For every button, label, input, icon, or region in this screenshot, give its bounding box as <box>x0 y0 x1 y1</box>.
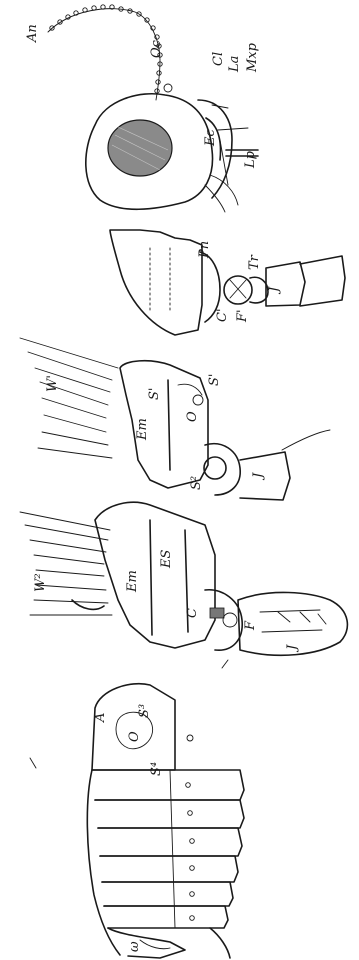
wing-base-1 <box>20 338 118 458</box>
label-cl: Cl <box>211 52 226 66</box>
mesothorax <box>20 338 330 500</box>
label-j2: J <box>251 472 266 481</box>
head <box>48 5 258 212</box>
label-s1-sclerite: S' <box>207 374 222 386</box>
label-s1: S' <box>147 388 162 400</box>
label-em1: Em <box>135 418 150 441</box>
label-s3: S³ <box>137 704 152 718</box>
wing-base-2 <box>20 512 112 615</box>
label-w2: W² <box>33 573 48 592</box>
label-la: La <box>227 56 242 73</box>
label-o: O <box>185 411 200 422</box>
label-f1: F' <box>235 309 250 323</box>
abdomen <box>30 684 244 958</box>
label-a: A <box>93 713 108 723</box>
label-an: An <box>25 24 40 43</box>
label-o2: O <box>127 731 142 742</box>
label-j1: J <box>267 286 282 295</box>
label-w1: W' <box>45 375 60 392</box>
label-tip: ω <box>127 941 142 952</box>
label-c1: C' <box>215 308 230 322</box>
antenna <box>48 5 162 100</box>
label-c3: C <box>185 608 200 618</box>
label-es3: ES <box>159 550 174 569</box>
label-s2: S² <box>189 476 204 490</box>
label-j3: J <box>285 644 300 653</box>
label-ec: Ec <box>203 129 218 147</box>
label-pn: Pn <box>197 241 212 259</box>
label-em3: Em <box>125 570 140 593</box>
label-s4: S⁴ <box>149 762 164 776</box>
metathorax <box>20 502 347 668</box>
label-f3: F <box>243 620 258 631</box>
label-tr: Tr <box>247 254 262 270</box>
label-lp: Lp <box>243 150 258 169</box>
ocellus <box>164 84 172 92</box>
label-oc: Oc <box>149 39 164 58</box>
label-mxp: Mxp <box>245 42 260 73</box>
